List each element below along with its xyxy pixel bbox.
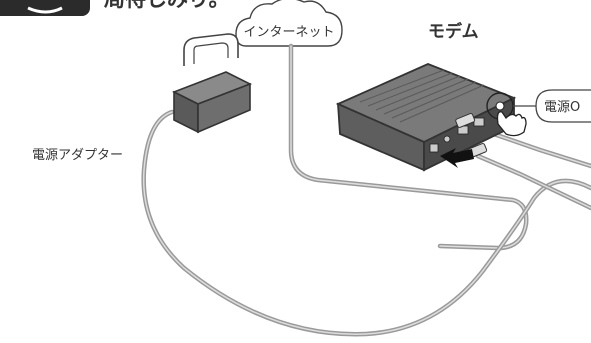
power-on-label: 電源O — [544, 100, 580, 115]
insert-arrow-icon — [440, 148, 474, 168]
modem-icon — [335, 63, 517, 172]
lan-cable — [475, 129, 591, 211]
pointing-hand-icon — [496, 111, 527, 137]
power-on-callout — [513, 89, 591, 123]
internet-cloud-icon — [235, 0, 343, 47]
power-cable — [141, 109, 591, 337]
step-badge — [0, 0, 90, 16]
internet-cable — [288, 43, 529, 251]
power-adapter-label: 電源アダプター — [32, 148, 123, 163]
internet-label: インターネット — [243, 25, 334, 40]
power-adapter-icon — [172, 33, 252, 134]
modem-label: モデム — [428, 21, 479, 42]
step-caption: 局待しみり。 — [104, 0, 230, 11]
